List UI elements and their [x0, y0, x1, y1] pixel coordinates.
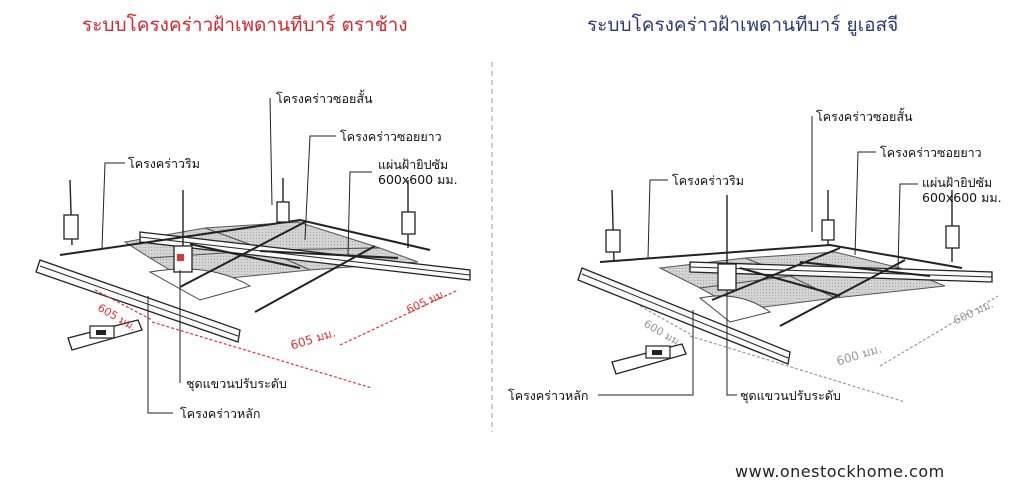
right-label-cross-short: โครงคร่าวซอยสั้น [816, 109, 913, 124]
right-label-hanger: ชุดแขวนปรับระดับ [740, 388, 841, 403]
left-label-board: แผ่นฝ้ายิปซัม [378, 157, 449, 172]
left-label-edge: โครงคร่าวริม [128, 156, 200, 171]
left-label-main: โครงคร่าวหลัก [180, 406, 261, 421]
footer-url: www.onestockhome.com [735, 462, 945, 481]
left-hanger-clip [276, 201, 290, 223]
left-edge-trim [59, 218, 431, 256]
right-hanger-clip [605, 229, 621, 253]
right-cross-tee [711, 247, 841, 301]
right-edge-trim [599, 243, 963, 269]
right-label-board: แผ่นฝ้ายิปซัม [922, 175, 993, 190]
left-title: ระบบโครงคร่าวฝ้าเพดานทีบาร์ ตราช้าง [82, 14, 408, 36]
left-cross-tee [259, 250, 399, 259]
right-label-cross-long: โครงคร่าวซอยยาว [880, 145, 982, 160]
right-cross-tee [799, 261, 931, 277]
right-cross-tee [739, 267, 841, 297]
left-label-cross-short: โครงคร่าวซอยสั้น [276, 91, 373, 106]
right-hanger-clip [717, 263, 737, 291]
right-label-board-size: 600x600 มม. [922, 190, 1002, 205]
left-cross-tee [254, 245, 376, 313]
right-title: ระบบโครงคร่าวฝ้าเพดานทีบาร์ ยูเอสจี [587, 14, 899, 36]
right-diagram [577, 116, 999, 403]
right-label-edge: โครงคร่าวริม [672, 173, 744, 188]
left-label-hanger: ชุดแขวนปรับระดับ [186, 376, 287, 391]
right-hanger-clip [821, 219, 835, 241]
left-hanger-clip [401, 211, 416, 235]
left-cross-tee [189, 243, 301, 269]
right-label-main: โครงคร่าวหลัก [508, 388, 589, 403]
right-hanger-clip [945, 225, 960, 249]
left-label-cross-long: โครงคร่าวซอยยาว [340, 129, 442, 144]
left-diagram [35, 97, 471, 414]
left-hanger-clip [63, 214, 79, 240]
left-label-board-size: 600x600 มม. [378, 172, 458, 187]
